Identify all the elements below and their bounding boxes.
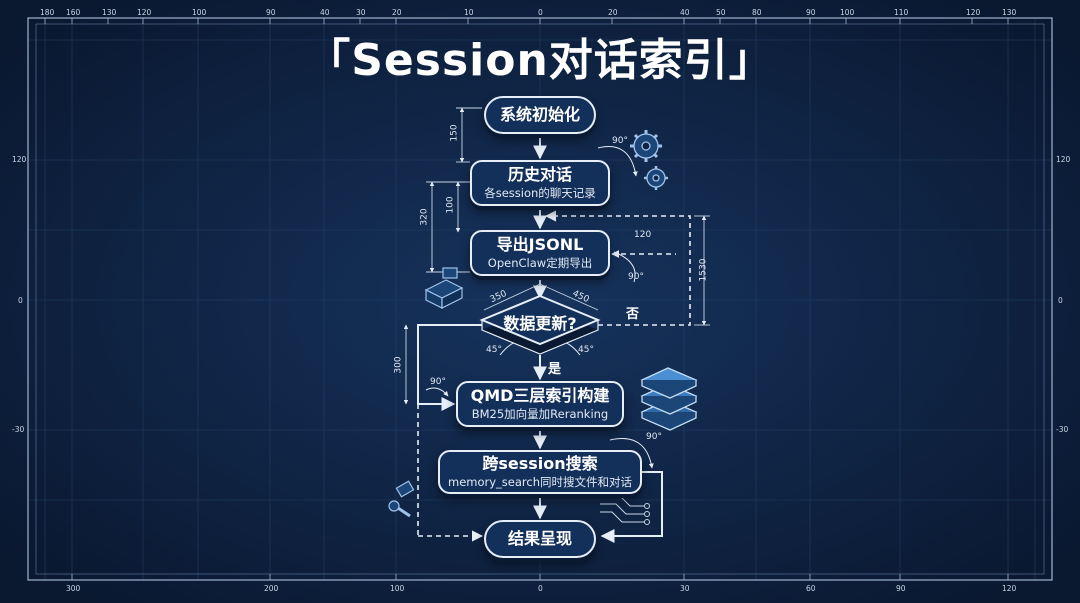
ruler-top-label: 40 bbox=[320, 8, 330, 17]
node-system-init-label: 系统初始化 bbox=[499, 105, 580, 124]
node-result: 结果呈现 bbox=[484, 520, 596, 558]
node-qmd-label: QMD三层索引构建 bbox=[470, 386, 610, 405]
ruler-top-label: 90 bbox=[806, 8, 816, 17]
ruler-top-label: 20 bbox=[608, 8, 618, 17]
ruler-top-label: 120 bbox=[966, 8, 981, 17]
layers-icon bbox=[640, 367, 698, 431]
branch-no-label: 否 bbox=[626, 307, 640, 322]
node-history-label: 历史对话 bbox=[507, 165, 572, 184]
dim-150: 150 bbox=[449, 124, 460, 142]
ruler-bottom-label: 30 bbox=[680, 584, 690, 593]
ruler-top-label: 50 bbox=[716, 8, 726, 17]
node-history-sub: 各session的聊天记录 bbox=[484, 186, 596, 200]
ruler-right-label: 120 bbox=[1056, 155, 1071, 164]
page-title: 「Session对话索引」 bbox=[306, 35, 774, 86]
ruler-top-label: 130 bbox=[102, 8, 117, 17]
ruler-top-label: 0 bbox=[538, 8, 543, 17]
dim-120: 120 bbox=[634, 230, 652, 240]
ruler-left-label: 0 bbox=[18, 296, 23, 305]
ruler-top-label: 80 bbox=[752, 8, 762, 17]
ruler-top-label: 10 bbox=[464, 8, 474, 17]
ruler-right-label: 0 bbox=[1058, 296, 1063, 305]
ruler-top-label: 20 bbox=[392, 8, 402, 17]
decision-label: 数据更新? bbox=[503, 314, 577, 333]
ruler-bottom-label: 300 bbox=[66, 584, 81, 593]
ruler-bottom-label: 90 bbox=[896, 584, 906, 593]
circuit-icon bbox=[600, 495, 650, 525]
node-search-label: 跨session搜索 bbox=[482, 454, 598, 473]
ruler-top-label: 110 bbox=[894, 8, 909, 17]
grid bbox=[28, 18, 1052, 580]
ruler-bottom-label: 200 bbox=[264, 584, 279, 593]
dim-320: 320 bbox=[419, 208, 430, 226]
node-export-label: 导出JSONL bbox=[496, 235, 584, 254]
ruler-top-label: 100 bbox=[840, 8, 855, 17]
node-search: 跨session搜索 memory_search同时搜文件和对话 bbox=[438, 450, 642, 494]
node-qmd-sub: BM25加向量加Reranking bbox=[471, 407, 609, 421]
ruler-top-label: 160 bbox=[66, 8, 81, 17]
ruler-bottom-label: 100 bbox=[390, 584, 405, 593]
node-search-sub: memory_search同时搜文件和对话 bbox=[448, 475, 632, 489]
node-export: 导出JSONL OpenClaw定期导出 bbox=[470, 230, 610, 276]
angle-90-top: 90° bbox=[612, 136, 628, 146]
ruler-top-label: 120 bbox=[137, 8, 152, 17]
ruler-top-label: 180 bbox=[40, 8, 55, 17]
dim-100: 100 bbox=[445, 196, 456, 214]
ruler-top-label: 30 bbox=[356, 8, 366, 17]
ruler-top-label: 100 bbox=[192, 8, 207, 17]
ruler-top-label: 40 bbox=[680, 8, 690, 17]
no-branch-loop bbox=[417, 210, 691, 542]
ruler-bottom-label: 60 bbox=[806, 584, 816, 593]
gear-icon bbox=[630, 130, 668, 190]
flow-arrows bbox=[417, 136, 663, 543]
ruler-top-label: 130 bbox=[1002, 8, 1017, 17]
decision-diamond bbox=[479, 294, 601, 355]
dim-1530: 1530 bbox=[698, 258, 709, 282]
branch-yes-label: 是 bbox=[548, 362, 562, 377]
node-qmd: QMD三层索引构建 BM25加向量加Reranking bbox=[456, 381, 624, 427]
bolt-icon bbox=[388, 480, 415, 518]
angle-90-search: 90° bbox=[646, 432, 662, 442]
ruler-top-label: 90 bbox=[266, 8, 276, 17]
ruler-right-label: -30 bbox=[1056, 425, 1069, 434]
ruler-bottom-label: 0 bbox=[538, 584, 543, 593]
node-history: 历史对话 各session的聊天记录 bbox=[470, 160, 610, 206]
ruler-bottom-label: 120 bbox=[1002, 584, 1017, 593]
node-system-init: 系统初始化 bbox=[484, 96, 596, 134]
dimension-lines bbox=[403, 107, 710, 405]
ruler-left-label: 120 bbox=[12, 155, 27, 164]
chip-icon bbox=[424, 267, 464, 309]
node-result-label: 结果呈现 bbox=[507, 529, 572, 548]
angle-90-export: 90° bbox=[628, 272, 644, 282]
angle-45-right: 45° bbox=[578, 345, 594, 355]
node-export-sub: OpenClaw定期导出 bbox=[487, 256, 593, 270]
angle-45-left: 45° bbox=[486, 345, 502, 355]
dim-300: 300 bbox=[393, 356, 404, 374]
angle-90-qmd: 90° bbox=[430, 377, 446, 387]
ruler-left-label: -30 bbox=[12, 425, 25, 434]
